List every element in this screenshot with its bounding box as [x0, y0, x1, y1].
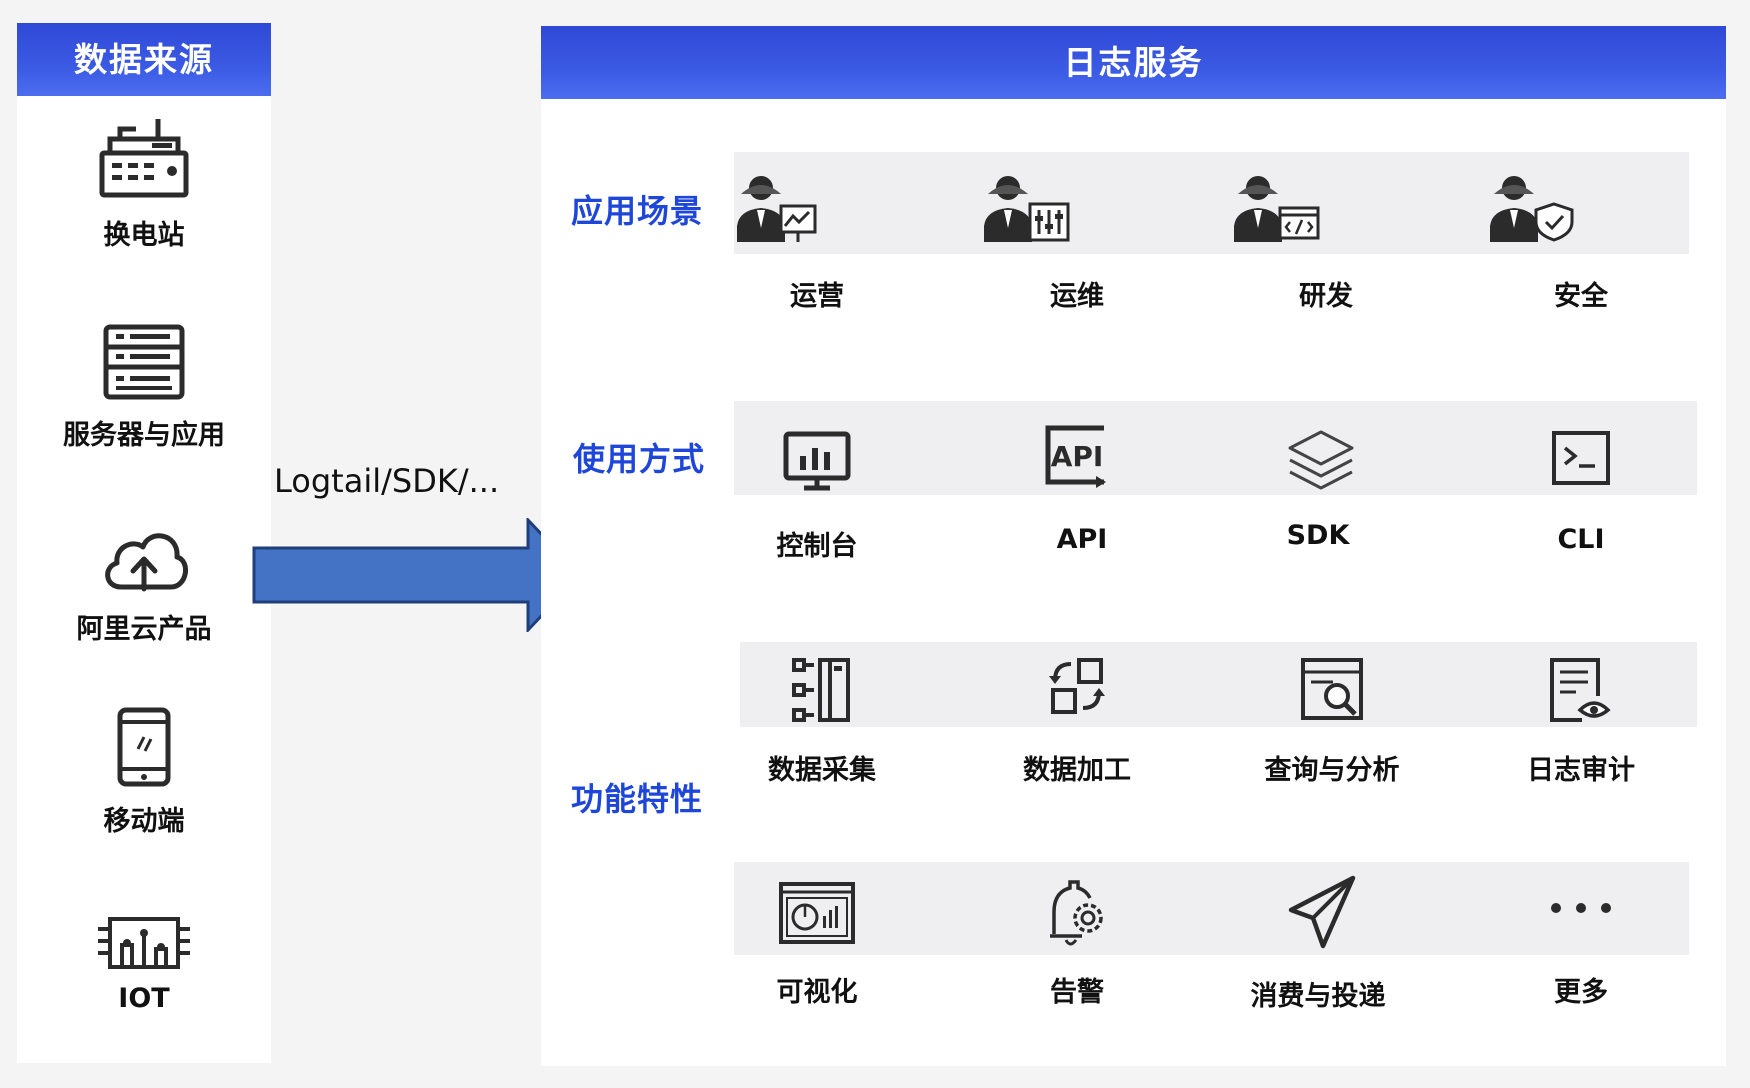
feature-label: 日志审计 — [1527, 755, 1635, 786]
visualization-icon — [779, 882, 855, 944]
charging-station-icon — [99, 119, 189, 198]
operator-chart-icon — [737, 176, 817, 242]
flow-label: Logtail/SDK/... — [274, 462, 500, 500]
source-item-server: 服务器与应用 — [17, 323, 271, 452]
data-sources-panel: 数据来源 换电站 — [17, 23, 271, 1063]
feature-label: CLI — [1557, 524, 1605, 555]
feature-console — [687, 430, 947, 494]
paper-plane-icon — [1288, 875, 1356, 949]
api-icon: API — [1045, 425, 1106, 488]
feature-log-audit — [1451, 656, 1711, 724]
layers-icon — [1288, 430, 1354, 490]
source-item-charging-station: 换电站 — [17, 115, 271, 252]
section-label-scenarios: 应用场景 — [571, 192, 704, 230]
features-band-1 — [740, 642, 1697, 727]
mobile-phone-icon — [117, 707, 171, 787]
source-item-cloud: 阿里云产品 — [17, 523, 271, 646]
feature-more — [1451, 898, 1711, 918]
section-label-usage: 使用方式 — [573, 440, 706, 478]
circuit-board-icon — [98, 917, 190, 969]
data-sources-header: 数据来源 — [17, 23, 271, 96]
terminal-icon — [1552, 431, 1610, 485]
feature-label: SDK — [1286, 520, 1350, 551]
operator-shield-icon — [1490, 176, 1574, 242]
feature-label: 可视化 — [776, 977, 858, 1008]
feature-label: 查询与分析 — [1264, 755, 1400, 786]
operator-sliders-icon — [984, 176, 1070, 242]
server-icon — [103, 324, 185, 400]
feature-query-analysis — [1202, 656, 1462, 724]
usage-band — [734, 401, 1697, 495]
operator-code-icon — [1234, 176, 1320, 242]
source-label: 换电站 — [103, 220, 185, 251]
data-processing-icon — [1049, 658, 1105, 714]
feature-alarm — [947, 878, 1207, 950]
feature-operations — [627, 170, 927, 244]
feature-api: API — [947, 424, 1207, 490]
feature-label: 告警 — [1050, 977, 1104, 1008]
source-item-mobile: 移动端 — [17, 707, 271, 838]
feature-maintenance — [877, 170, 1177, 244]
feature-label: 更多 — [1554, 977, 1608, 1008]
feature-consume-deliver — [1192, 874, 1452, 950]
log-audit-icon — [1550, 658, 1611, 722]
feature-label: 研发 — [1299, 281, 1353, 312]
source-label: 移动端 — [103, 806, 185, 837]
features-band-2 — [734, 862, 1689, 955]
feature-data-collection — [692, 656, 952, 724]
feature-data-processing — [947, 656, 1207, 716]
flow-arrow-icon — [252, 518, 582, 632]
feature-label: 消费与投递 — [1250, 981, 1386, 1012]
feature-sdk — [1191, 428, 1451, 492]
source-label: 服务器与应用 — [63, 420, 225, 451]
feature-security — [1383, 170, 1683, 244]
feature-label: 数据加工 — [1023, 755, 1131, 786]
feature-label: 运维 — [1050, 281, 1104, 312]
source-item-iot: IOT — [17, 915, 271, 1014]
feature-label: API — [1056, 524, 1108, 555]
query-analysis-icon — [1301, 658, 1363, 720]
source-label: 阿里云产品 — [76, 614, 212, 645]
feature-label: 安全 — [1554, 281, 1608, 312]
section-label-features: 功能特性 — [571, 780, 704, 818]
cloud-upload-icon — [105, 533, 188, 592]
svg-text:API: API — [1051, 440, 1104, 473]
alarm-bell-icon — [1050, 880, 1103, 946]
log-service-panel: 日志服务 应用场景 — [541, 26, 1726, 1066]
console-monitor-icon — [783, 431, 851, 491]
feature-cli — [1451, 430, 1711, 486]
feature-label: 控制台 — [776, 531, 858, 562]
source-label: IOT — [118, 983, 170, 1014]
more-dots-icon — [1551, 903, 1611, 913]
feature-visualization — [687, 880, 947, 946]
feature-label: 数据采集 — [768, 755, 876, 786]
data-collection-icon — [792, 658, 850, 722]
feature-label: 运营 — [790, 281, 844, 312]
feature-development — [1127, 170, 1427, 244]
log-service-header: 日志服务 — [541, 26, 1726, 99]
